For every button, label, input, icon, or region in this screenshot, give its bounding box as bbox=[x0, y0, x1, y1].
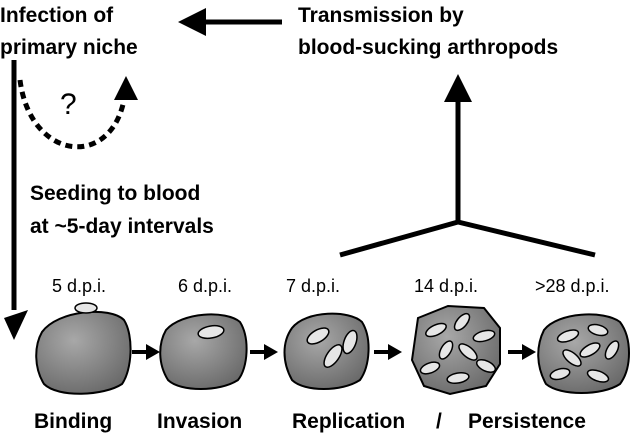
question-mark: ? bbox=[60, 88, 77, 121]
stage-label-binding: Binding bbox=[34, 410, 112, 433]
stage-arrow-3 bbox=[374, 344, 402, 360]
stage-arrow-2 bbox=[250, 344, 278, 360]
dpi-label-2: 6 d.p.i. bbox=[178, 276, 232, 296]
transmission-label-line2: blood-sucking arthropods bbox=[298, 36, 558, 59]
bacterium-bound bbox=[74, 302, 98, 314]
reinfection-dashed-arrow bbox=[17, 76, 138, 150]
cell-invasion bbox=[159, 313, 248, 390]
seeding-label-line1: Seeding to blood bbox=[30, 182, 200, 205]
transmission-label-line1: Transmission by bbox=[298, 4, 464, 27]
seeding-label-line2: at ~5-day intervals bbox=[30, 215, 214, 238]
seeding-arrow bbox=[4, 60, 28, 340]
stage-arrow-4 bbox=[508, 344, 536, 360]
stage-arrow-1 bbox=[132, 344, 160, 360]
transmission-to-infection-arrow bbox=[178, 8, 282, 36]
transmission-connector bbox=[339, 74, 596, 258]
cell-14dpi bbox=[410, 304, 501, 396]
infection-label-line1: Infection of bbox=[0, 4, 114, 27]
stage-label-invasion: Invasion bbox=[157, 410, 242, 433]
dpi-label-3: 7 d.p.i. bbox=[286, 276, 340, 296]
stage-label-replication: Replication bbox=[292, 410, 405, 433]
dpi-label-5: >28 d.p.i. bbox=[535, 276, 610, 296]
cell-binding bbox=[35, 302, 132, 395]
cell-replication bbox=[283, 312, 370, 390]
dpi-label-1: 5 d.p.i. bbox=[52, 276, 106, 296]
dpi-label-4: 14 d.p.i. bbox=[414, 276, 478, 296]
infection-label-line2: primary niche bbox=[0, 36, 138, 59]
stage-label-persistence: Persistence bbox=[468, 410, 586, 433]
stage-separator: / bbox=[436, 410, 442, 433]
cell-persistence bbox=[537, 313, 630, 394]
